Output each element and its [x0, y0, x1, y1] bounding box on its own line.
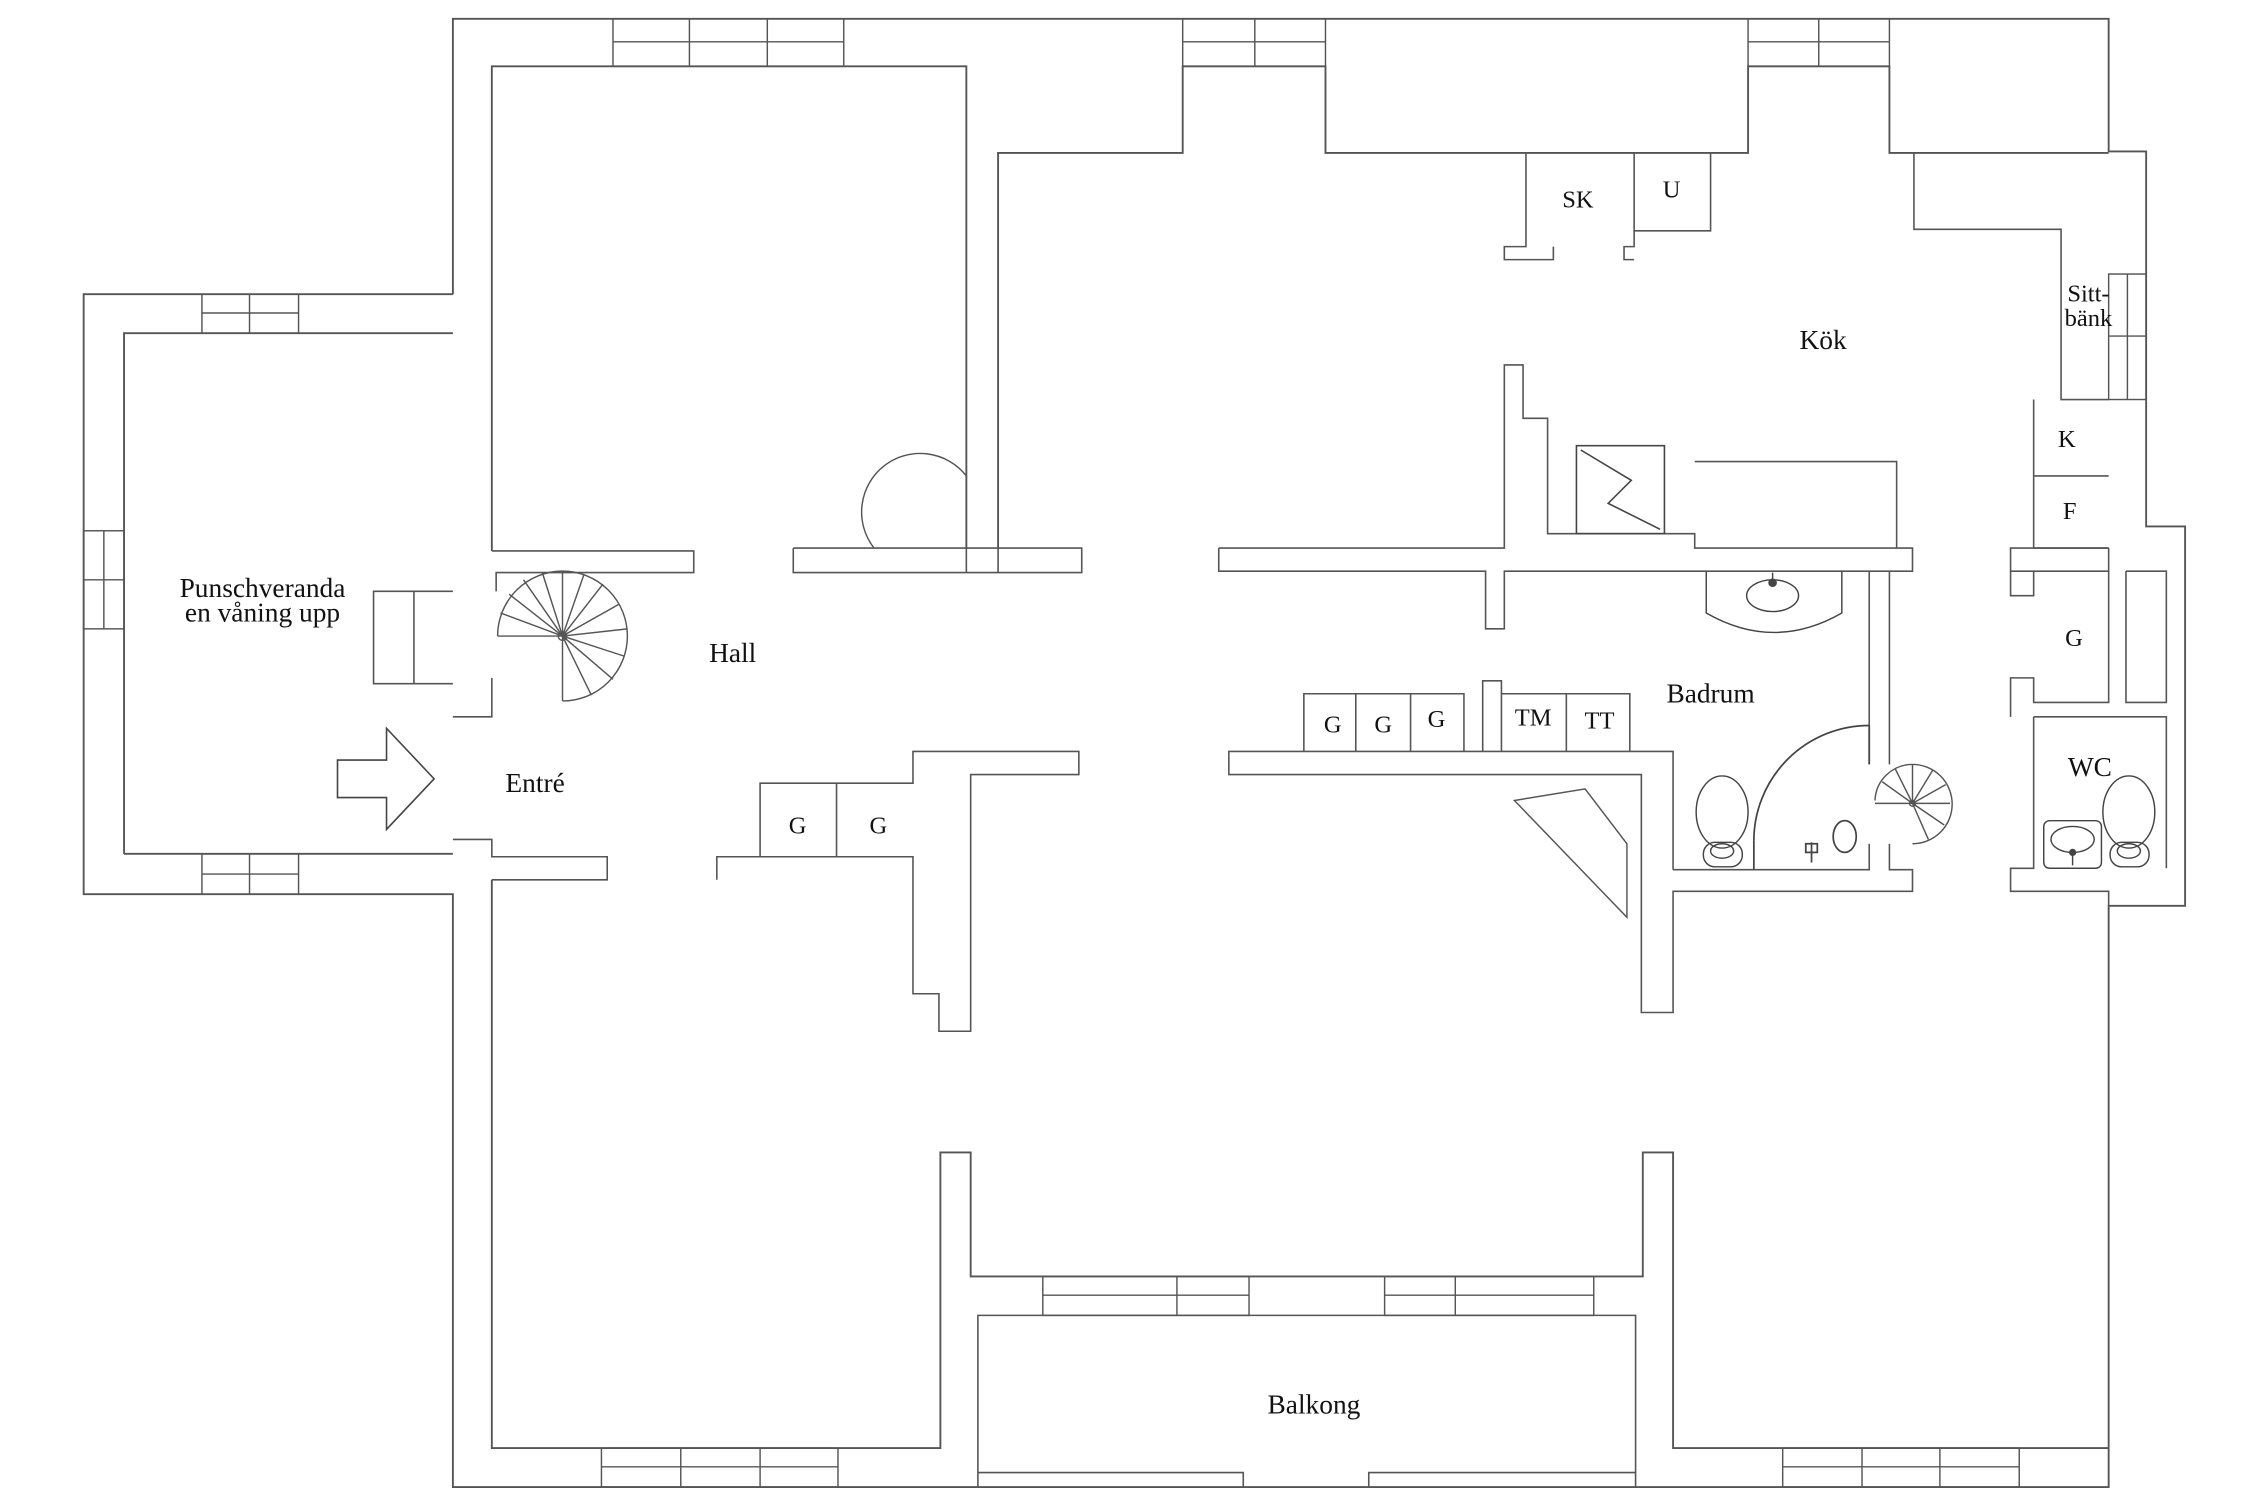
room-labels: Punschveranda en våning upp Hall Entré K…: [180, 325, 2112, 1419]
label-wc: WC: [2068, 752, 2112, 782]
label-g-left-1: G: [789, 813, 807, 840]
label-sk: SK: [1562, 187, 1594, 214]
label-u: U: [1663, 177, 1681, 204]
label-badrum: Badrum: [1666, 678, 1754, 708]
entrance-arrow-icon: [336, 726, 436, 832]
label-f: F: [2063, 498, 2077, 525]
label-sittbank: Sitt-: [2067, 280, 2109, 307]
label-g-hall-2: G: [1374, 712, 1392, 739]
interior-walls: [372, 152, 2168, 1033]
windows: [82, 18, 2147, 1488]
bathroom-toilet-icon: [1695, 775, 1749, 868]
fixture-labels: SK U Sitt- bänk K F G G G G TM TT G G: [789, 177, 2113, 840]
balcony: [977, 1314, 1637, 1488]
label-g-left-2: G: [870, 813, 888, 840]
small-spiral-staircase: [1874, 763, 1953, 845]
label-k: K: [2058, 426, 2076, 453]
angled-counter: [1512, 788, 1628, 920]
label-g-wardrobe: G: [2065, 625, 2083, 652]
label-balkong: Balkong: [1268, 1389, 1361, 1419]
label-punschveranda-sub: en våning upp: [185, 598, 340, 628]
label-tt: TT: [1585, 707, 1615, 734]
label-sittbank-sub: bänk: [2065, 305, 2113, 332]
label-punschveranda: Punschveranda: [180, 573, 346, 603]
chimney: [1575, 444, 1666, 535]
spiral-staircase: [496, 570, 629, 702]
wc-toilet-icon: [2102, 775, 2156, 868]
label-entre: Entré: [505, 768, 564, 798]
label-kok: Kök: [1799, 325, 1846, 355]
label-hall: Hall: [709, 638, 757, 668]
label-tm: TM: [1515, 704, 1552, 731]
bathroom-sink-icon: [1705, 571, 1843, 634]
shower-icon: [1752, 724, 1871, 870]
door-swing: [860, 452, 967, 549]
wc-sink-icon: [2043, 819, 2103, 869]
label-g-hall-1: G: [1324, 712, 1342, 739]
label-g-hall-3: G: [1428, 706, 1446, 733]
